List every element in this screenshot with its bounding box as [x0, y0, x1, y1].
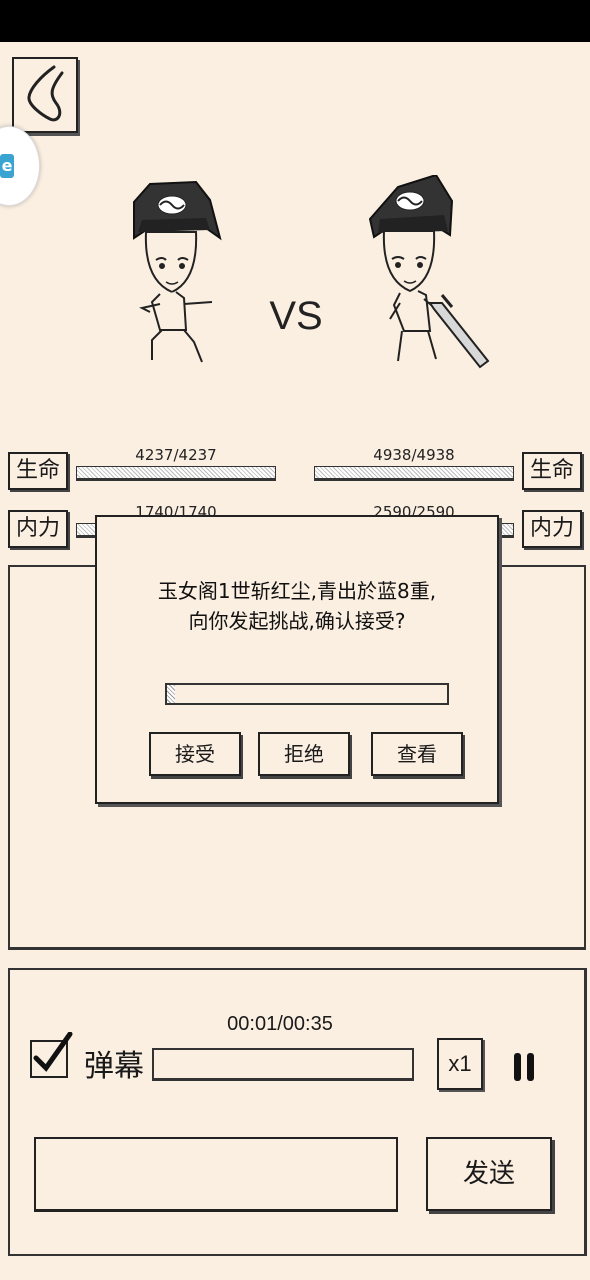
reject-button[interactable]: 拒绝 — [258, 732, 350, 776]
challenge-message-line2: 向你发起挑战,确认接受? — [188, 609, 406, 633]
checkmark-icon — [33, 1032, 73, 1072]
player-mp-label: 内力 — [8, 510, 68, 548]
challenge-message-line1: 玉女阁1世斩红尘,青出於蓝8重, — [157, 579, 437, 603]
accept-button[interactable]: 接受 — [149, 732, 241, 776]
playback-panel — [8, 968, 587, 1256]
status-bar — [0, 0, 590, 42]
countdown-fill — [167, 685, 176, 703]
speed-button[interactable]: x1 — [437, 1038, 483, 1090]
vs-label: VS — [269, 294, 323, 338]
back-arrow-icon — [27, 65, 64, 122]
challenge-dialog: 玉女阁1世斩红尘,青出於蓝8重, 向你发起挑战,确认接受? 接受 拒绝 查看 — [95, 515, 499, 804]
opponent-hp-label: 生命 — [522, 452, 582, 490]
danmu-input[interactable] — [34, 1137, 398, 1212]
challenge-countdown-bar — [165, 683, 449, 705]
send-button[interactable]: 发送 — [426, 1137, 552, 1211]
floating-ball-tag: e — [0, 154, 14, 178]
floating-assistant-ball[interactable]: e — [0, 126, 40, 206]
playback-seek-bar[interactable] — [152, 1048, 414, 1081]
back-button[interactable] — [12, 57, 78, 133]
playback-time: 00:01/00:35 — [227, 1013, 333, 1035]
player-character — [133, 180, 222, 363]
opponent-character — [368, 175, 490, 369]
danmu-checkbox[interactable] — [30, 1032, 73, 1078]
view-button[interactable]: 查看 — [371, 732, 463, 776]
opponent-mp-label: 内力 — [522, 510, 582, 548]
pause-button[interactable] — [512, 1053, 536, 1081]
opponent-hp-bar — [314, 466, 514, 481]
pause-icon — [514, 1053, 521, 1081]
player-hp-label: 生命 — [8, 452, 68, 490]
player-hp-bar — [76, 466, 276, 481]
danmu-label: 弹幕 — [84, 1049, 144, 1084]
opponent-hp-value: 4938/4938 — [373, 446, 455, 464]
player-hp-value: 4237/4237 — [135, 446, 217, 464]
